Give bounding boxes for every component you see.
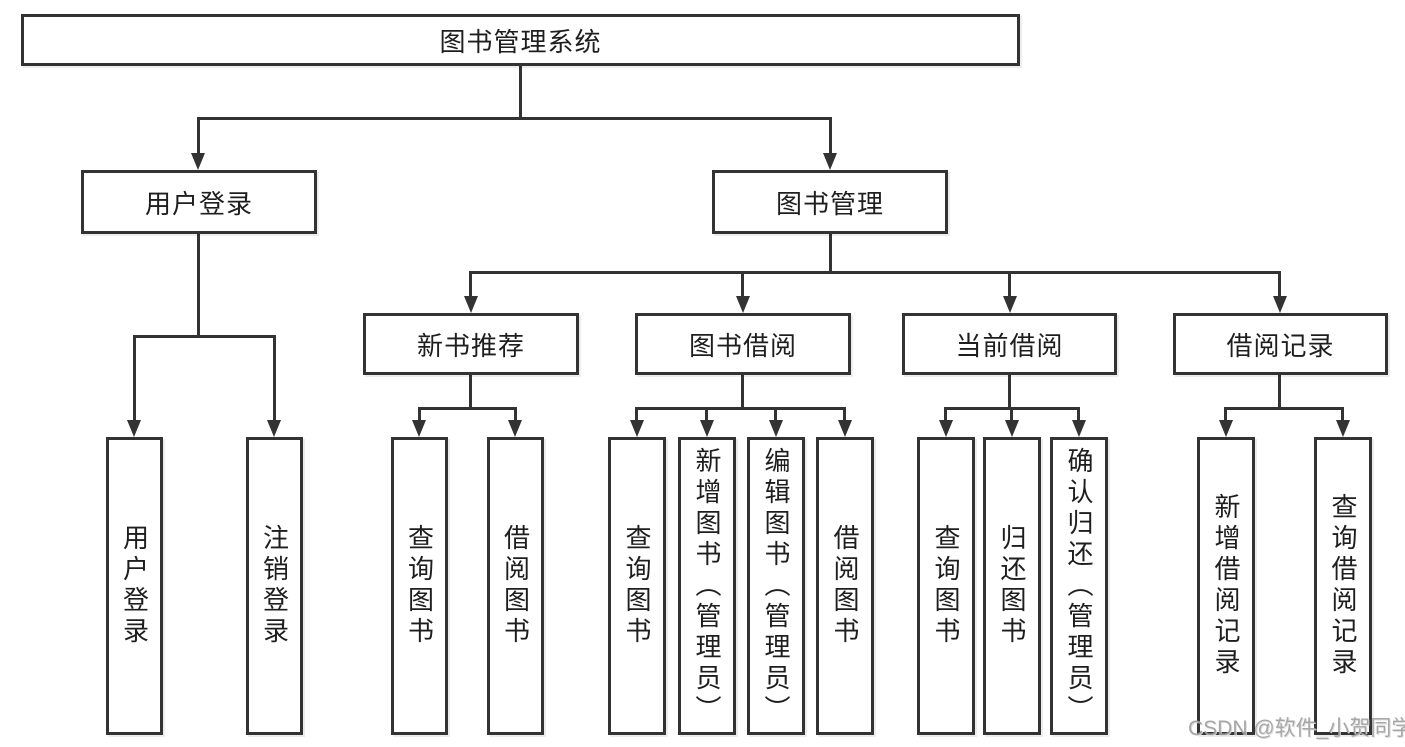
arrow-down-icon bbox=[191, 153, 205, 170]
arrow-down-icon bbox=[1273, 296, 1287, 313]
connector bbox=[1077, 407, 1080, 420]
arrow-down-icon bbox=[1005, 420, 1019, 437]
arrow-down-icon bbox=[1336, 420, 1350, 437]
connector bbox=[197, 117, 832, 120]
arrow-down-icon bbox=[838, 420, 852, 437]
node-borrowing-records: 借阅记录 bbox=[1173, 313, 1388, 375]
connector bbox=[418, 407, 421, 420]
leaf-query-borrow-record: 查询借阅记录 bbox=[1314, 437, 1372, 735]
node-label: 图书借阅 bbox=[688, 330, 797, 361]
node-label: 注销登录 bbox=[259, 524, 290, 648]
leaf-edit-books-admin: 编辑图书（管理员） bbox=[747, 437, 805, 735]
connector bbox=[1278, 271, 1281, 296]
connector bbox=[418, 407, 517, 410]
leaf-borrow-books-newbook: 借阅图书 bbox=[487, 437, 544, 735]
node-label: 查询图书 bbox=[622, 524, 652, 648]
node-label: 确认归还（管理员） bbox=[1064, 446, 1094, 726]
node-current-borrowing: 当前借阅 bbox=[902, 313, 1117, 375]
connector bbox=[197, 117, 200, 153]
node-label: 编辑图书（管理员） bbox=[761, 446, 791, 726]
connector bbox=[470, 271, 1281, 274]
connector bbox=[635, 407, 638, 420]
node-label: 当前借阅 bbox=[955, 330, 1064, 361]
connector bbox=[1278, 375, 1281, 407]
connector bbox=[1008, 375, 1011, 407]
connector bbox=[944, 407, 947, 420]
leaf-confirm-return-admin: 确认归还（管理员） bbox=[1050, 437, 1108, 735]
connector bbox=[774, 407, 777, 420]
leaf-query-books-borrowing: 查询图书 bbox=[608, 437, 666, 735]
leaf-query-books-newbook: 查询图书 bbox=[391, 437, 448, 735]
connector bbox=[1010, 407, 1013, 420]
node-label: 归还图书 bbox=[997, 524, 1027, 648]
node-label: 借阅图书 bbox=[500, 524, 531, 648]
node-book-borrowing: 图书借阅 bbox=[635, 313, 851, 375]
connector bbox=[1224, 407, 1227, 420]
arrow-down-icon bbox=[464, 296, 478, 313]
connector bbox=[829, 117, 832, 153]
watermark: CSDN @软件_小贺同学 bbox=[1188, 717, 1405, 740]
arrow-down-icon bbox=[412, 420, 426, 437]
arrow-down-icon bbox=[769, 420, 783, 437]
arrow-down-icon bbox=[736, 296, 750, 313]
connector bbox=[469, 375, 472, 407]
arrow-down-icon bbox=[700, 420, 714, 437]
node-label: 图书管理 bbox=[775, 188, 884, 219]
connector bbox=[635, 407, 845, 410]
arrow-down-icon bbox=[1003, 296, 1017, 313]
connector bbox=[133, 335, 276, 338]
node-label: 查询图书 bbox=[404, 524, 435, 648]
arrow-down-icon bbox=[508, 420, 522, 437]
node-user-login: 用户登录 bbox=[81, 170, 317, 234]
connector bbox=[741, 375, 744, 407]
arrow-down-icon bbox=[267, 420, 281, 437]
connector bbox=[1341, 407, 1344, 420]
arrow-down-icon bbox=[1219, 420, 1233, 437]
arrow-down-icon bbox=[630, 420, 644, 437]
node-label: 查询图书 bbox=[931, 524, 961, 648]
node-label: 新书推荐 bbox=[416, 330, 525, 361]
connector bbox=[514, 407, 517, 420]
node-label: 图书管理系统 bbox=[439, 26, 602, 57]
node-label: 新增借阅记录 bbox=[1211, 493, 1241, 679]
leaf-add-borrow-record: 新增借阅记录 bbox=[1197, 437, 1255, 735]
connector bbox=[705, 407, 708, 420]
connector bbox=[273, 335, 276, 420]
connector bbox=[519, 66, 522, 117]
node-label: 新增图书（管理员） bbox=[692, 446, 722, 726]
arrow-down-icon bbox=[1072, 420, 1086, 437]
leaf-add-books-admin: 新增图书（管理员） bbox=[678, 437, 736, 735]
leaf-user-login: 用户登录 bbox=[106, 437, 163, 735]
node-label: 借阅图书 bbox=[830, 524, 860, 648]
leaf-return-books: 归还图书 bbox=[983, 437, 1041, 735]
connector bbox=[197, 234, 200, 335]
connector bbox=[1224, 407, 1344, 410]
leaf-logout: 注销登录 bbox=[246, 437, 303, 735]
node-label: 查询借阅记录 bbox=[1328, 493, 1358, 679]
connector bbox=[741, 271, 744, 296]
node-label: 用户登录 bbox=[119, 524, 150, 648]
connector bbox=[829, 234, 832, 271]
node-new-book-recommend: 新书推荐 bbox=[363, 313, 579, 375]
leaf-query-books-current: 查询图书 bbox=[917, 437, 975, 735]
arrow-down-icon bbox=[127, 420, 141, 437]
node-label: 用户登录 bbox=[144, 188, 253, 219]
arrow-down-icon bbox=[823, 153, 837, 170]
arrow-down-icon bbox=[939, 420, 953, 437]
connector bbox=[843, 407, 846, 420]
leaf-borrow-books-borrowing: 借阅图书 bbox=[816, 437, 874, 735]
node-book-management: 图书管理 bbox=[712, 170, 948, 234]
connector bbox=[1008, 271, 1011, 296]
connector bbox=[469, 271, 472, 296]
node-label: 借阅记录 bbox=[1226, 330, 1335, 361]
node-root: 图书管理系统 bbox=[21, 14, 1020, 66]
connector bbox=[133, 335, 136, 420]
